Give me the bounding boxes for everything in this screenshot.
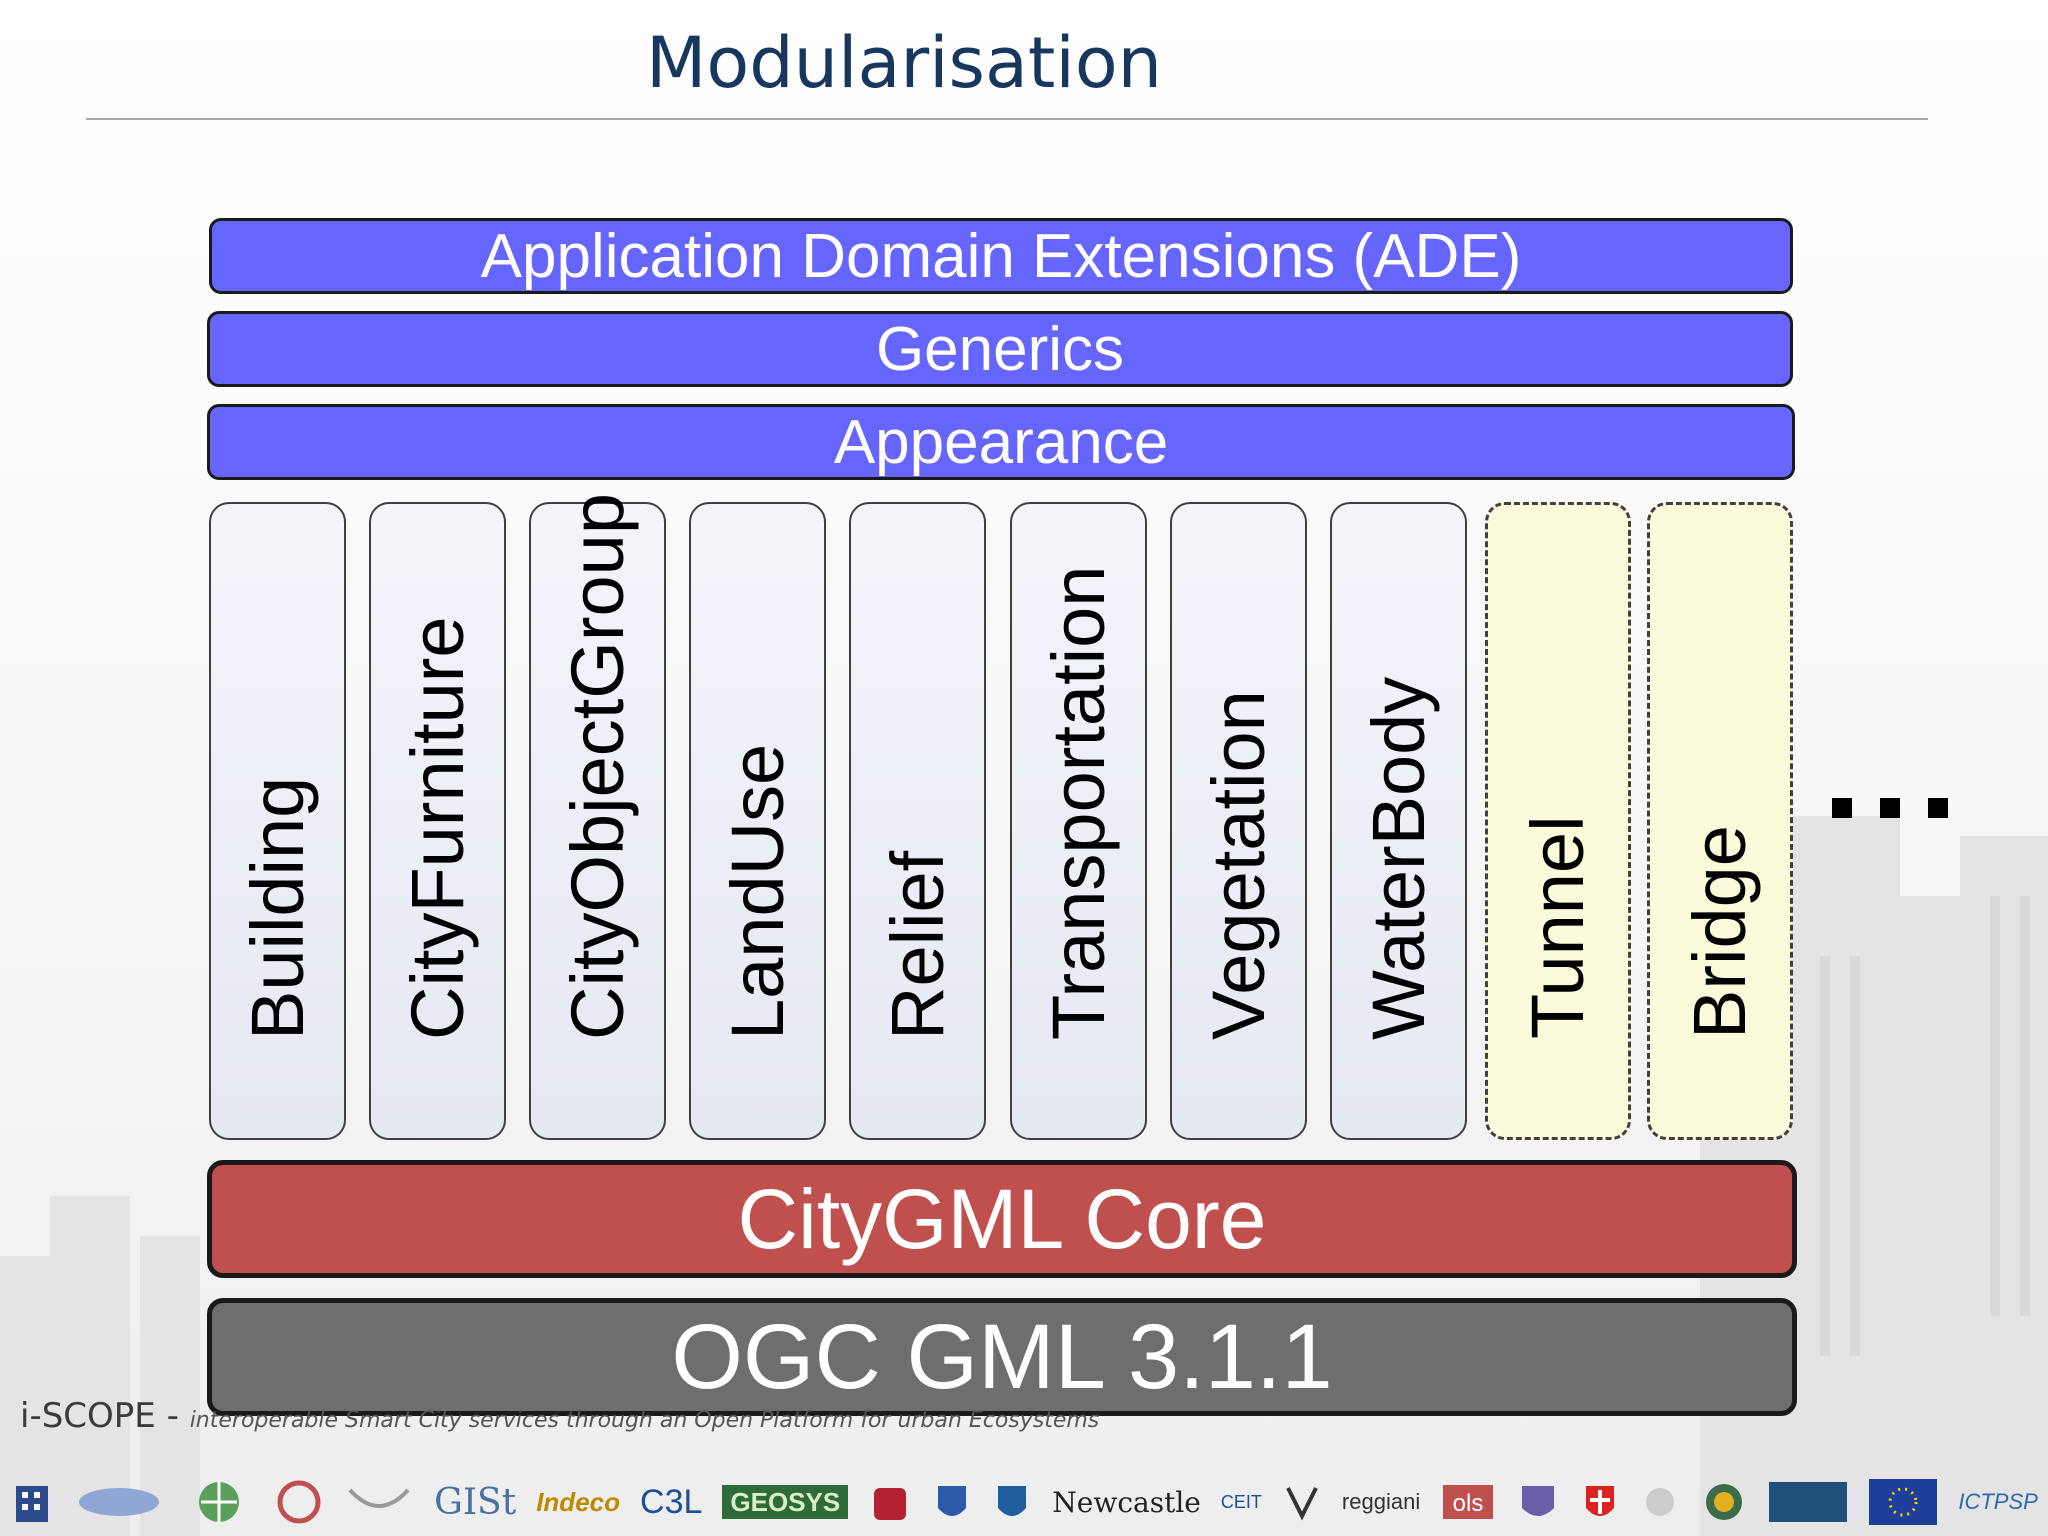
newcastle-logo: Newcastle [1052, 1485, 1201, 1519]
footer-project: i-SCOPE - interoperable Smart City servi… [20, 1396, 1099, 1436]
module-label: Tunnel [1516, 815, 1599, 1039]
appearance-band-label: Appearance [833, 407, 1169, 477]
partner-logo-strip: GISt Indeco C3L GEOSYS Newcastle CEIT re… [0, 1468, 2048, 1536]
module-cityobjectgroup: CityObjectGroup [529, 493, 666, 1140]
geosys-logo: GEOSYS [722, 1485, 849, 1519]
ogc-gml-band: OGC GML 3.1.1 [207, 1298, 1797, 1416]
partner-logo-icon [74, 1478, 164, 1526]
gist-logo: GISt [434, 1481, 517, 1523]
indeco-logo: Indeco [536, 1486, 620, 1517]
c3l-logo: C3L [640, 1482, 703, 1521]
appearance-band: Appearance [207, 404, 1795, 480]
partner-logo-icon [1640, 1478, 1680, 1526]
ceit-logo: CEIT [1220, 1491, 1262, 1512]
partner-logo-icon [1516, 1478, 1560, 1526]
partner-logo-icon [1282, 1478, 1322, 1526]
more-modules-ellipsis [1832, 798, 1948, 818]
partner-logo-icon [868, 1478, 912, 1526]
module-label: LandUse [715, 743, 799, 1040]
partner-logo-icon [10, 1478, 54, 1526]
module-vegetation: Vegetation [1170, 502, 1307, 1140]
ictpsp-logo: ICTPSP [1958, 1489, 2038, 1514]
partner-logo-icon [1700, 1478, 1748, 1526]
svg-text:ols: ols [1453, 1490, 1484, 1517]
citygml-core-band: CityGML Core [207, 1160, 1797, 1278]
citygml-core-label: CityGML Core [737, 1171, 1267, 1266]
ade-band-label: Application Domain Extensions (ADE) [480, 221, 1522, 291]
partner-logo-icon [1768, 1478, 1848, 1526]
module-building: Building [209, 502, 346, 1140]
module-label: Vegetation [1196, 690, 1280, 1040]
ogc-gml-label: OGC GML 3.1.1 [671, 1305, 1333, 1408]
footer-tagline: interoperable Smart City services throug… [189, 1408, 1100, 1433]
generics-band-label: Generics [875, 314, 1125, 384]
globe-logo-icon [184, 1478, 254, 1526]
partner-logo-icon [992, 1478, 1032, 1526]
module-landuse: LandUse [689, 502, 826, 1140]
module-label: CityObjectGroup [555, 493, 639, 1040]
reggiani-logo: reggiani [1341, 1489, 1421, 1514]
module-bridge: Bridge [1647, 502, 1793, 1140]
module-transportation: Transportation [1010, 502, 1147, 1140]
module-label: Building [235, 776, 319, 1040]
module-tunnel: Tunnel [1485, 502, 1631, 1140]
partner-logo-icon [1580, 1478, 1620, 1526]
module-label: WaterBody [1356, 676, 1440, 1040]
generics-band: Generics [207, 311, 1793, 387]
title-divider [86, 118, 1928, 120]
partner-logo-icon [274, 1478, 324, 1526]
ade-band: Application Domain Extensions (ADE) [209, 218, 1793, 294]
partner-logo-icon [932, 1478, 972, 1526]
module-label: Bridge [1678, 825, 1761, 1039]
module-label: CityFurniture [395, 616, 479, 1040]
partner-logo-icon: ols [1440, 1478, 1496, 1526]
module-cityfurniture: CityFurniture [369, 502, 506, 1140]
module-label: Transportation [1036, 565, 1120, 1040]
module-waterbody: WaterBody [1330, 502, 1467, 1140]
module-relief: Relief [849, 502, 986, 1140]
slide-title: Modularisation [645, 22, 1163, 104]
partner-logo-icon [344, 1478, 414, 1526]
footer-project-name: i-SCOPE - [20, 1396, 179, 1436]
eu-flag-icon [1868, 1478, 1938, 1526]
module-label: Relief [875, 850, 959, 1040]
